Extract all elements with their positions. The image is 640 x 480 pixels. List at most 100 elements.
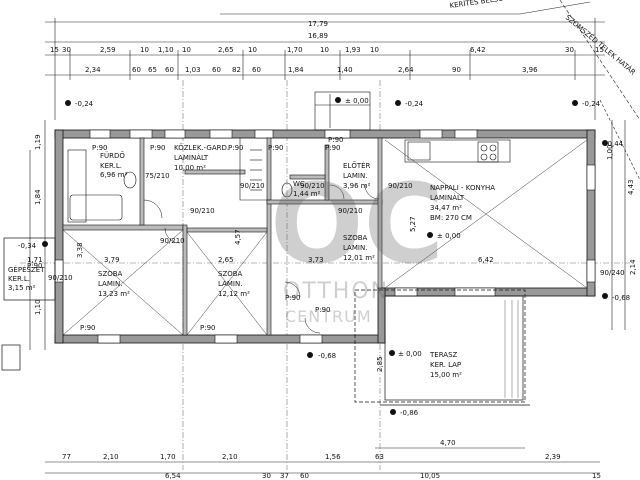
room-area: 1,44 m² <box>293 190 321 198</box>
room-name: SZOBA <box>98 270 123 278</box>
dim-top-opening: 60 <box>252 66 261 74</box>
room-area: 15,00 m² <box>430 371 462 379</box>
dim-right: 2,14 <box>629 259 637 275</box>
room-name: ELŐTÉR <box>343 161 371 170</box>
level-mark: ± 0,00 <box>437 232 461 240</box>
dim-top-opening: 3,96 <box>522 66 538 74</box>
room-floor: KER.L. <box>100 162 122 170</box>
opening-size: 75/210 <box>145 172 170 180</box>
room-floor: LAMIN. <box>343 172 367 180</box>
dim-top-opening: 1,03 <box>185 66 201 74</box>
level-mark: -0,44 <box>605 140 624 148</box>
dim-inner: 2,65 <box>218 256 234 264</box>
room-name: SZOBA <box>343 234 368 242</box>
room-name: TERASZ <box>429 351 458 359</box>
dim-bottom: 2,10 <box>103 453 119 461</box>
dim-left: 1,19 <box>34 134 42 150</box>
dim-inner: 4,57 <box>234 229 242 245</box>
door-label: P:90 <box>150 144 166 152</box>
level-mark: -0,24 <box>75 100 94 108</box>
room-floor: KER. LAP <box>430 361 461 369</box>
level-mark: ± 0,00 <box>345 97 369 105</box>
dim-left: 1,10 <box>34 299 42 315</box>
room-name: GÉPÉSZET <box>8 265 45 274</box>
dim-bottom: 10,05 <box>420 472 440 480</box>
level-mark: -0,68 <box>318 352 336 360</box>
dim-bottom: 6,54 <box>165 472 181 480</box>
dim-bottom: 63 <box>375 453 384 461</box>
dim-inner: 3,38 <box>76 242 84 258</box>
room-floor: LAMINÁLT <box>430 193 465 202</box>
dim-top-segment: 1,70 <box>287 46 303 54</box>
room-floor: LAMIN. <box>218 280 242 288</box>
level-mark: -0,34 <box>18 242 37 250</box>
dim-top-segment: 2,59 <box>100 46 116 54</box>
dim-top-segment: 30 <box>565 46 574 54</box>
room-name: NAPPALI - KONYHA <box>430 184 495 192</box>
dim-top-opening: 60 <box>212 66 221 74</box>
dim-top-opening: 1,84 <box>288 66 304 74</box>
opening-size: 90/210 <box>300 182 325 190</box>
dim-top-segment: 30 <box>62 46 71 54</box>
dim-top-opening: 60 <box>165 66 174 74</box>
room-floor: KER.L. <box>8 275 30 283</box>
level-mark: -0,86 <box>400 409 419 417</box>
dim-bottom: 30 <box>262 472 271 480</box>
door-label: P:90 <box>228 144 244 152</box>
dim-bottom: 15 <box>592 472 601 480</box>
opening-size: 90/210 <box>240 182 265 190</box>
dim-right: 4,43 <box>627 179 635 195</box>
door-label: P:90 <box>92 144 108 152</box>
room-name: WC <box>293 180 305 188</box>
dim-top-segment: 10 <box>140 46 149 54</box>
dim-top-segment: 1,93 <box>345 46 361 54</box>
dim-bottom: 2,39 <box>545 453 561 461</box>
fence-label: KERÍTÉS BELSŐ SÍKJA <box>449 0 524 10</box>
opening-size: 90/210 <box>338 207 363 215</box>
dim-top-opening: 82 <box>232 66 241 74</box>
dim-top-opening: 2,34 <box>85 66 101 74</box>
dim-bottom: 60 <box>300 472 309 480</box>
dim-top-segment: 15 <box>595 46 604 54</box>
opening-size: 90/210 <box>160 237 185 245</box>
room-name: FÜRDŐ <box>100 151 125 160</box>
dim-top-segment: 10 <box>320 46 329 54</box>
room-area: 10,00 m² <box>174 164 206 172</box>
dim-bottom: 1,70 <box>160 453 176 461</box>
dim-inner: 2,85 <box>376 356 384 372</box>
dim-top-opening: 90 <box>452 66 461 74</box>
dim-top-segment: 2,65 <box>218 46 234 54</box>
dim-top-segment: 15 <box>50 46 59 54</box>
dim-top-segment: 10 <box>370 46 379 54</box>
room-name: SZOBA <box>218 270 243 278</box>
room-area: 3,15 m² <box>8 284 36 292</box>
dim-inner: 6,42 <box>478 256 494 264</box>
dim-top-inner: 16,89 <box>308 32 328 40</box>
door-label: P:90 <box>325 144 341 152</box>
dim-inner: 3,73 <box>308 256 324 264</box>
dim-top-opening: 1,40 <box>337 66 353 74</box>
room-floor: LAMINÁLT <box>174 153 209 162</box>
room-area: 3,96 m² <box>343 182 371 190</box>
room-area: 34,47 m² <box>430 204 462 212</box>
door-label: P:90 <box>285 294 301 302</box>
dim-bottom: 1,56 <box>325 453 341 461</box>
dim-bottom: 77 <box>62 453 71 461</box>
door-label: P:90 <box>200 324 216 332</box>
dim-top-segment: 6,42 <box>470 46 486 54</box>
room-height: BM: 270 CM <box>430 214 472 222</box>
room-floor: LAMIN. <box>98 280 122 288</box>
room-area: 12,12 m² <box>218 290 250 298</box>
dim-top-total: 17,79 <box>308 20 328 28</box>
watermark-text-1: OTTHON <box>283 279 389 304</box>
dim-right: 1,00 <box>606 144 614 160</box>
room-area: 13,23 m² <box>98 290 130 298</box>
dim-inner: 4,70 <box>440 439 456 447</box>
dim-top-opening: 2,64 <box>398 66 414 74</box>
room-area: 12,01 m² <box>343 254 375 262</box>
opening-size: 90/210 <box>48 274 73 282</box>
dim-top-segment: 1,10 <box>158 46 174 54</box>
watermark-text-2: CENTRUM <box>285 307 372 326</box>
opening-size: 90/240 <box>600 269 625 277</box>
